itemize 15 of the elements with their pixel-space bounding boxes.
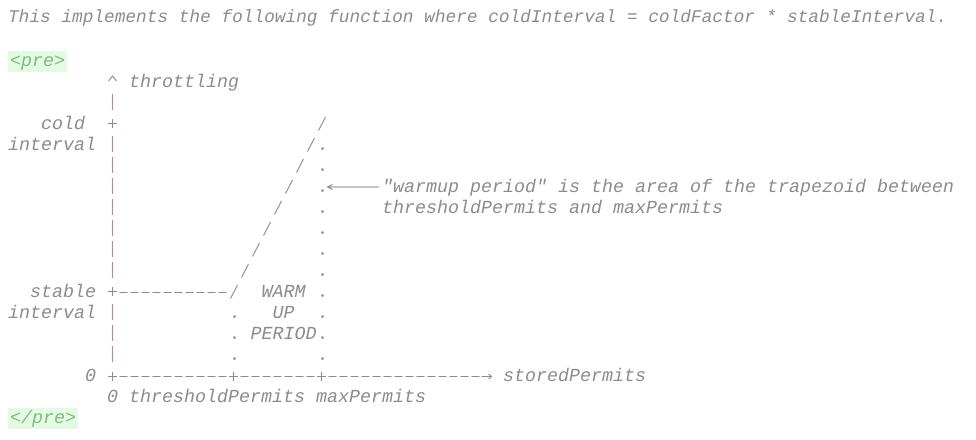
arrow bbox=[326, 184, 379, 190]
code-tag: </pre> bbox=[8, 408, 78, 428]
axis-title: throttling bbox=[129, 72, 239, 92]
tick-label: 0 bbox=[85, 366, 96, 386]
tick-label: maxPermits bbox=[316, 386, 426, 408]
description-text: This implements the following function where coldInterval = coldFactor * stableInterval. bbox=[8, 8, 948, 28]
tick-label: cold interval bbox=[8, 114, 97, 156]
trapezoid-area bbox=[228, 116, 326, 361]
axis-title: storedPermits bbox=[503, 366, 646, 386]
tick-label: thresholdPermits bbox=[129, 386, 305, 408]
area-label: WARM UP PERIOD bbox=[250, 282, 317, 344]
code-tag: <pre> bbox=[8, 50, 67, 72]
tick-label: stable interval bbox=[8, 282, 97, 324]
annotation-text: "warmup period" is the area of the trapezoid between thresholdPermits and maxPermits bbox=[382, 176, 957, 218]
tick-label: 0 bbox=[107, 386, 118, 408]
